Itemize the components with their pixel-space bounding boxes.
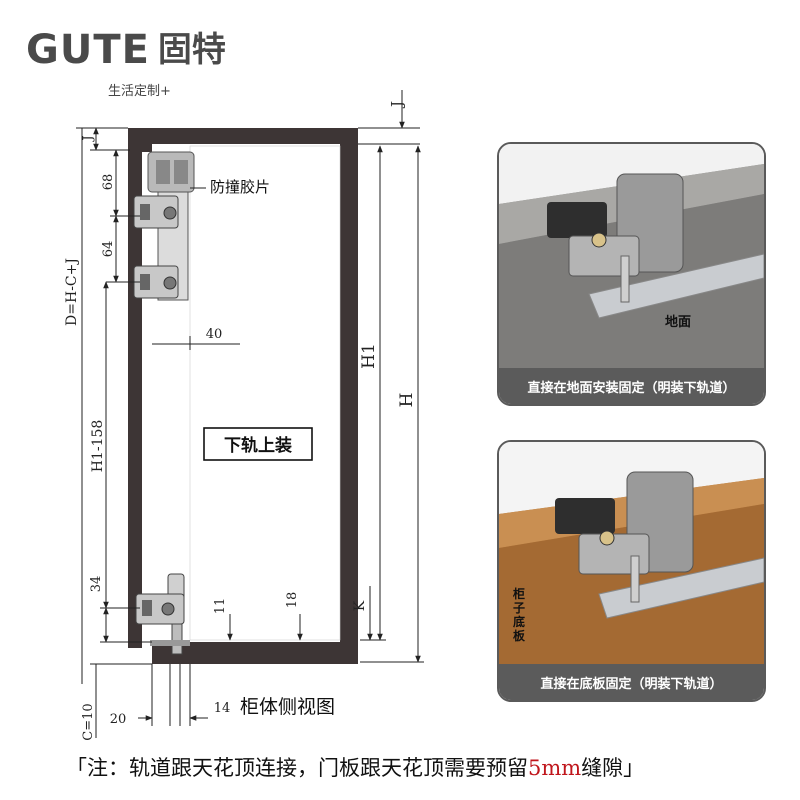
dim-label-h: H — [397, 393, 417, 408]
dimension-lines — [76, 90, 424, 738]
floor-install-card: 地面 直接在地面安装固定（明装下轨道） — [497, 142, 766, 406]
floor-surface-label: 地面 — [665, 314, 691, 330]
cabinet-frame — [142, 128, 358, 664]
dim-label-20: 20 — [110, 712, 127, 727]
note-suffix: 缝隙」 — [581, 756, 645, 780]
dim-label-18: 18 — [285, 592, 300, 609]
dim-label-40: 40 — [206, 327, 223, 342]
dim-label-34: 34 — [89, 576, 104, 593]
note-highlight: 5mm — [528, 756, 582, 780]
cabinet-side-view-diagram: J H1 H K 18 11 D=H-C+J J 68 64 H1-158 34… — [64, 90, 424, 740]
cabinet-base-surface-char: 子 — [513, 601, 525, 615]
brand-logo: GUTE 固特 — [26, 28, 226, 72]
mount-label-box — [203, 427, 313, 461]
bumper-label: 防撞胶片 — [210, 178, 270, 196]
note-prefix: 「注：轨道跟天花顶连接，门板跟天花顶需要预留 — [66, 756, 528, 780]
dim-label-j-side: J — [81, 135, 96, 142]
door-panel — [128, 128, 142, 648]
dim-label-68: 68 — [101, 174, 116, 191]
mount-label: 下轨上装 — [224, 435, 292, 456]
cabinet-base-surface-char: 底 — [513, 614, 525, 629]
dim-label-j-top: J — [388, 101, 406, 109]
sliding-hanger-bracket — [133, 151, 195, 301]
cabinet-base-surface-char: 板 — [513, 628, 526, 643]
dim-label-d: D=H-C+J — [64, 258, 80, 326]
cabinet-base-install-photo: 柜子底板 — [499, 442, 764, 664]
dim-label-h1: H1 — [359, 343, 379, 369]
bottom-guide-bracket — [135, 573, 190, 655]
brand-slogan: 生活定制+ — [108, 84, 171, 99]
dim-label-h1-158: H1-158 — [90, 420, 106, 473]
dim-label-k: K — [352, 600, 368, 611]
floor-install-caption: 直接在地面安装固定（明装下轨道） — [499, 368, 764, 404]
cabinet-base-surface-char: 柜 — [512, 586, 525, 601]
dim-label-14: 14 — [214, 701, 231, 716]
cabinet-base-install-card: 柜子底板 直接在底板固定（明装下轨道） — [497, 440, 766, 702]
brand-name-en: GUTE — [26, 27, 150, 73]
brand-name-cn: 固特 — [157, 30, 226, 70]
cabinet-base-install-caption: 直接在底板固定（明装下轨道） — [499, 664, 764, 700]
install-note: 「注：轨道跟天花顶连接，门板跟天花顶需要预留5mm缝隙」 — [66, 752, 644, 782]
dim-label-c10: C=10 — [81, 703, 96, 740]
cabinet-base-surface-label: 柜子底板 — [512, 586, 526, 643]
dim-label-64: 64 — [101, 241, 116, 258]
dim-label-11: 11 — [213, 598, 228, 615]
floor-install-photo: 地面 — [499, 144, 764, 368]
view-label: 柜体侧视图 — [240, 696, 335, 718]
